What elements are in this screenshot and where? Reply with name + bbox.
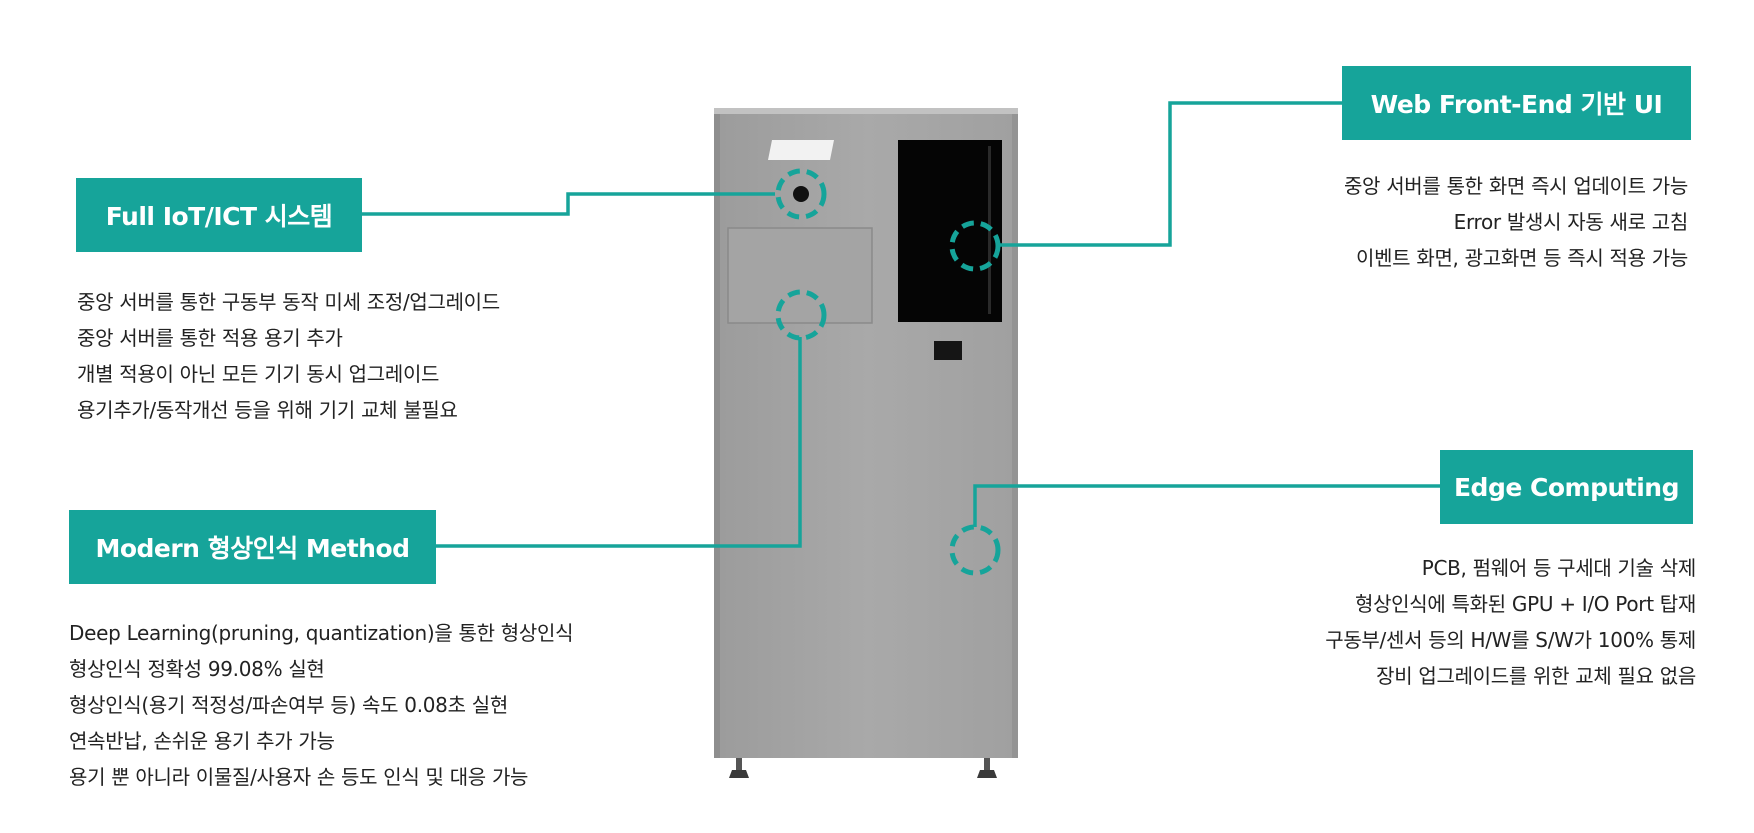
connector-web-ui: [996, 101, 1342, 247]
focus-ring-edge: [949, 524, 1001, 576]
focus-ring-camera: [775, 168, 827, 220]
touch-screen: [898, 140, 1002, 322]
focus-ring-screen: [949, 220, 1001, 272]
web-ui-description: 중앙 서버를 통한 화면 즉시 업데이트 가능 Error 발생시 자동 새로 …: [1344, 168, 1688, 276]
web-ui-line: Error 발생시 자동 새로 고침: [1453, 210, 1689, 234]
iot-title-box: Full IoT/ICT 시스템: [76, 178, 362, 252]
recognition-line: 형상인식(용기 적정성/파손여부 등) 속도 0.08초 실현: [69, 693, 508, 717]
edge-line: 형상인식에 특화된 GPU + I/O Port 탑재: [1354, 592, 1696, 616]
iot-line: 개별 적용이 아닌 모든 기기 동시 업그레이드: [77, 362, 440, 386]
iot-line: 중앙 서버를 통한 적용 용기 추가: [77, 326, 343, 350]
connector-edge: [973, 484, 1440, 527]
web-ui-line: 중앙 서버를 통한 화면 즉시 업데이트 가능: [1343, 174, 1688, 198]
connector-iot: [361, 192, 775, 216]
kiosk-left-edge: [714, 112, 720, 758]
recognition-description: Deep Learning(pruning, quantization)을 통한…: [69, 615, 573, 795]
edge-title: Edge Computing: [1453, 472, 1680, 502]
recognition-line: 용기 뿐 아니라 이물질/사용자 손 등도 인식 및 대응 가능: [69, 765, 529, 789]
kiosk-machine: [714, 108, 1018, 778]
edge-description: PCB, 펌웨어 등 구세대 기술 삭제 형상인식에 특화된 GPU + I/O…: [1325, 550, 1696, 694]
right-foot-post: [984, 758, 990, 772]
card-reader: [934, 341, 962, 360]
edge-title-box: Edge Computing: [1440, 450, 1693, 524]
edge-line: 장비 업그레이드를 위한 교체 필요 없음: [1376, 664, 1696, 688]
web-ui-line: 이벤트 화면, 광고화면 등 즉시 적용 가능: [1355, 246, 1688, 270]
kiosk-top-edge: [714, 108, 1018, 114]
recognition-line: 형상인식 정확성 99.08% 실현: [69, 657, 325, 681]
iot-line: 용기추가/동작개선 등을 위해 기기 교체 불필요: [77, 398, 458, 422]
edge-line: PCB, 펌웨어 등 구세대 기술 삭제: [1421, 556, 1697, 580]
kiosk-right-edge: [1012, 112, 1018, 758]
left-foot: [729, 770, 749, 778]
recognition-title: Modern 형상인식 Method: [95, 534, 410, 563]
camera-lens: [793, 186, 809, 202]
edge-line: 구동부/센서 등의 H/W를 S/W가 100% 통제: [1325, 628, 1696, 652]
connector-recognition: [434, 337, 802, 548]
right-foot: [977, 770, 997, 778]
web-ui-title: Web Front-End 기반 UI: [1370, 90, 1663, 119]
focus-ring-door: [775, 289, 827, 341]
iot-description: 중앙 서버를 통한 구동부 동작 미세 조정/업그레이드 중앙 서버를 통한 적…: [77, 284, 500, 428]
light-window: [768, 140, 834, 160]
recognition-line: Deep Learning(pruning, quantization)을 통한…: [69, 621, 574, 645]
left-foot-post: [736, 758, 742, 772]
recognition-title-box: Modern 형상인식 Method: [69, 510, 436, 584]
iot-title: Full IoT/ICT 시스템: [105, 202, 333, 231]
container-input-door: [727, 227, 873, 324]
recognition-line: 연속반납, 손쉬운 용기 추가 가능: [69, 729, 335, 753]
web-ui-title-box: Web Front-End 기반 UI: [1342, 66, 1691, 140]
iot-line: 중앙 서버를 통한 구동부 동작 미세 조정/업그레이드: [77, 290, 500, 314]
